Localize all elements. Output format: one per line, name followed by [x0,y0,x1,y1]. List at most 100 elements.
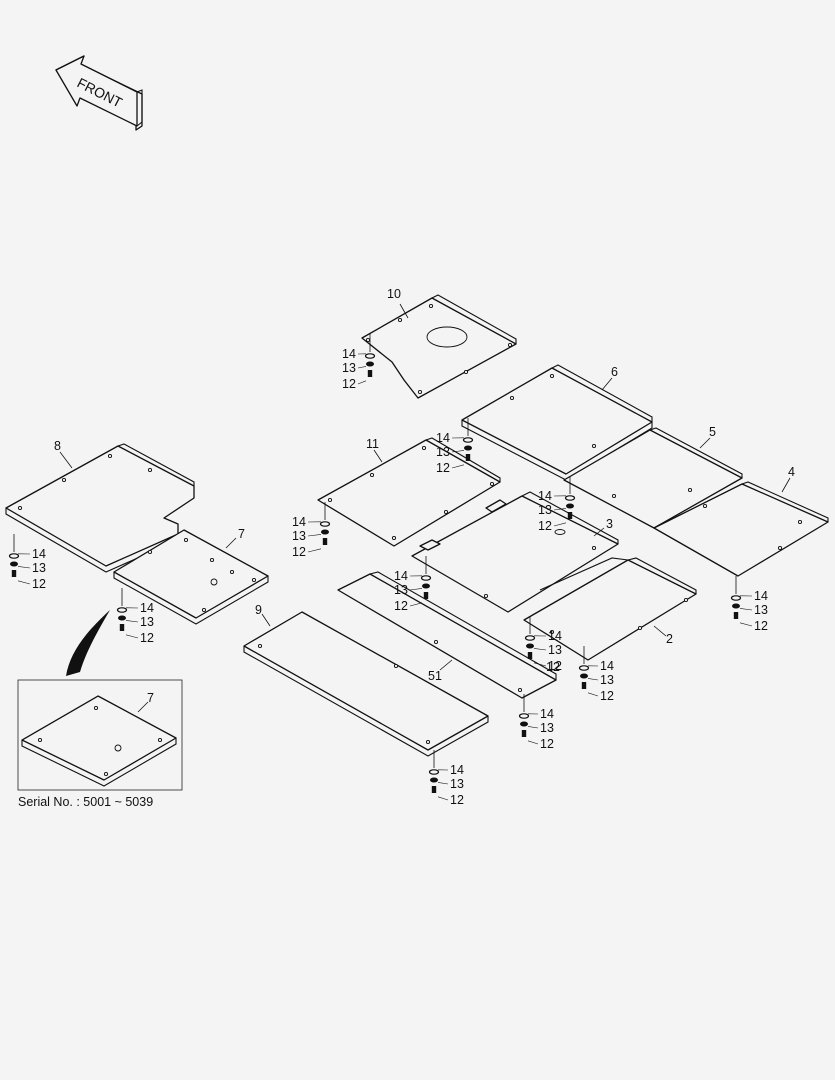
bolt-label: 12 [540,737,554,751]
fastener-leader [409,588,423,591]
fastener-leader [409,602,423,607]
plate-2 [523,557,697,661]
lock-washer-13 [520,721,528,727]
lock-washer-label: 13 [548,643,562,657]
lock-washer-label: 13 [292,529,306,543]
fastener-leader [307,534,322,537]
lock-washer-label: 13 [394,583,408,597]
washer-label: 14 [32,547,46,561]
label-part-7: 7 [238,527,245,541]
washer-label: 14 [548,629,562,643]
fastener-leader [451,464,465,469]
bolt-label: 12 [450,793,464,807]
bolt-12 [465,454,471,461]
bolt-12 [367,370,373,377]
washer-label: 14 [600,659,614,673]
fastener-leader [553,522,567,527]
fastener-leader [553,508,567,511]
washer-label: 14 [540,707,554,721]
lock-washer-13 [430,777,438,783]
lock-washer-label: 13 [540,721,554,735]
label-part-10: 10 [387,287,401,301]
fastener-leader [739,622,753,627]
bolt-12 [527,652,533,659]
lock-washer-label: 13 [342,361,356,375]
lock-washer-label: 13 [450,777,464,791]
bolt-label: 12 [548,659,562,673]
bolt-12 [423,592,429,599]
plate-5 [563,427,743,529]
leader-lines [59,303,791,713]
bolt-12 [431,786,437,793]
plate-8 [5,443,195,573]
plate-3 [411,491,619,613]
label-part-7-inset: 7 [147,691,154,705]
bolt-label: 12 [538,519,552,533]
fastener-leader [587,692,599,697]
plate-9 [243,611,489,757]
plate-7 [113,529,269,625]
washer-label: 14 [342,347,356,361]
fastener-leader [587,678,599,681]
lock-washer-label: 13 [436,445,450,459]
label-part-5: 5 [709,425,716,439]
bolt-12 [521,730,527,737]
washer-label: 14 [436,431,450,445]
lock-washer-label: 13 [140,615,154,629]
lock-washer-13 [422,583,430,589]
bolt-12 [581,682,587,689]
lock-washer-13 [118,615,126,621]
washer-label: 14 [754,589,768,603]
inset-panel [17,679,183,791]
fastener-leader [437,796,449,801]
inset-caption: Serial No. : 5001 ~ 5039 [18,795,153,809]
fastener-leader [451,450,465,453]
lock-washer-13 [526,643,534,649]
plate-4 [653,481,829,577]
inset-pointer-arrow [66,610,110,676]
bolt-12 [733,612,739,619]
bolt-label: 12 [600,689,614,703]
label-part-12-extra: 12 [546,660,560,674]
bolt-12 [567,512,573,519]
washer-14 [518,713,530,719]
fastener-leader [739,608,753,611]
fastener-leader [357,380,367,385]
lock-washer-13 [732,603,740,609]
bolt-label: 12 [292,545,306,559]
part-labels: 10 6 5 4 11 3 2 8 7 9 51 12 7 [54,287,795,705]
front-arrow: FRONT [55,55,143,131]
bolt-label: 12 [436,461,450,475]
washer-14 [462,437,474,443]
washer-label: 14 [394,569,408,583]
washer-14 [420,575,432,581]
label-part-9: 9 [255,603,262,617]
washer-label: 14 [538,489,552,503]
fastener-leader [125,620,139,623]
washer-label: 14 [450,763,464,777]
fastener-leader [17,566,31,569]
bolt-12 [11,570,17,577]
fastener-leader [357,366,367,369]
lock-washer-13 [580,673,588,679]
bolt-label: 12 [140,631,154,645]
washer-14 [116,607,128,613]
bolt-label: 12 [394,599,408,613]
fastener-leader [17,580,31,585]
washer-14 [578,665,590,671]
label-part-8: 8 [54,439,61,453]
bolt-label: 12 [754,619,768,633]
lock-washer-label: 13 [754,603,768,617]
lock-washer-13 [10,561,18,567]
washer-label: 14 [292,515,306,529]
plate-51 [337,571,557,699]
